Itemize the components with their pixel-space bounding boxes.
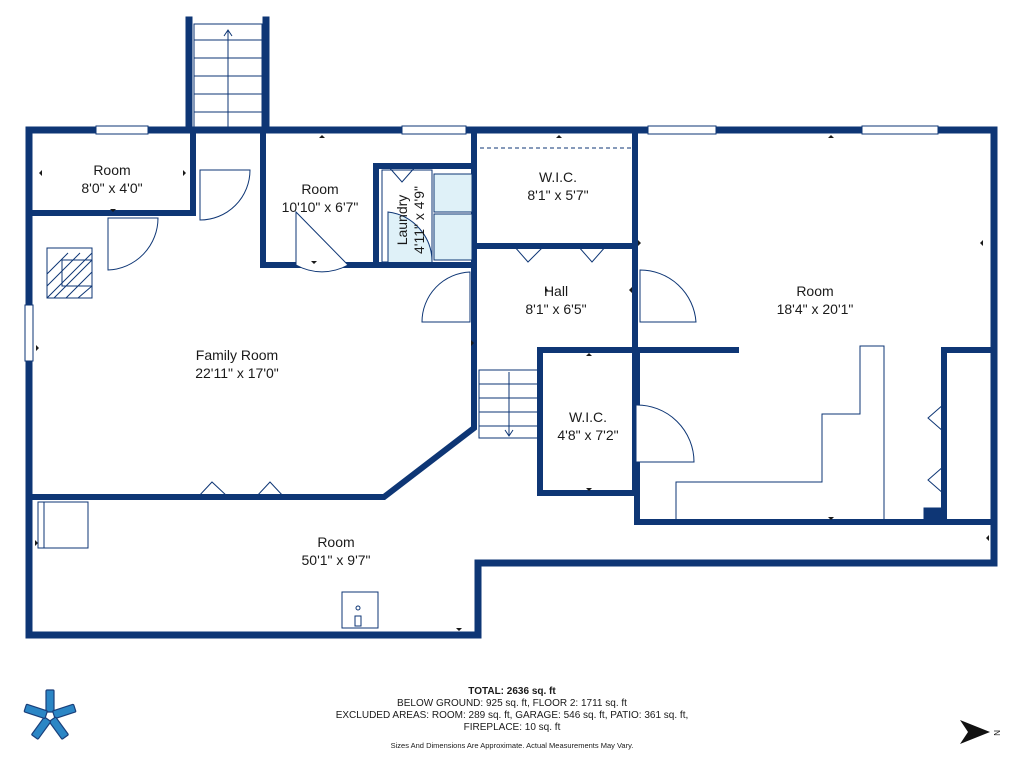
door-swing — [295, 210, 349, 273]
north-label: N — [992, 730, 1001, 736]
room-size: 10'10" x 6'7" — [281, 199, 359, 215]
room-size: 50'1" x 9'7" — [301, 552, 371, 568]
room-label-laundry: Laundry 4'11" x 4'9" — [394, 175, 430, 265]
room-size: 4'8" x 7'2" — [557, 427, 619, 443]
excluded-areas-cont: FIREPLACE: 10 sq. ft — [463, 722, 561, 733]
fireplace-icon — [46, 247, 93, 299]
room-size: 22'11" x 17'0" — [195, 365, 279, 381]
room-label-hall: Hall 8'1" x 6'5" — [525, 282, 586, 318]
wall-laundry — [373, 163, 477, 268]
room-label-wic-lower: W.I.C. 4'8" x 7'2" — [557, 408, 618, 444]
door-swing — [421, 271, 471, 323]
room-name: W.I.C. — [568, 409, 608, 425]
room-size: 8'1" x 5'7" — [527, 187, 589, 203]
room-label-10: Room 10'10" x 6'7" — [282, 180, 359, 216]
stair-tower-wall — [185, 16, 270, 134]
room-label-wic-top: W.I.C. 8'1" x 5'7" — [527, 168, 588, 204]
outer-wall — [25, 126, 998, 639]
room-name: Room — [93, 162, 131, 178]
brand-logo-icon — [23, 689, 77, 740]
window — [861, 125, 939, 135]
total-area: TOTAL: 2636 sq. ft — [468, 686, 556, 697]
door-swing — [199, 169, 251, 221]
wall-wic-top — [475, 131, 638, 355]
window — [24, 304, 34, 362]
excluded-areas: EXCLUDED AREAS: ROOM: 289 sq. ft, GARAGE… — [335, 710, 689, 721]
room-name: Room — [796, 283, 834, 299]
room-name: Room — [301, 181, 339, 197]
area-summary: TOTAL: 2636 sq. ft BELOW GROUND: 925 sq.… — [0, 686, 1024, 752]
disclaimer: Sizes And Dimensions Are Approximate. Ac… — [390, 741, 634, 750]
room-size: 4'11" x 4'9" — [411, 186, 427, 254]
room-name: Room — [317, 534, 355, 550]
stairs-lower — [478, 369, 540, 439]
room-label-small: Room 8'0" x 4'0" — [81, 161, 142, 197]
dryer — [433, 213, 473, 261]
wall-bigroom — [634, 347, 993, 525]
door-swing — [107, 217, 159, 271]
cabinet — [37, 501, 89, 549]
window — [95, 125, 149, 135]
room-name: Laundry — [394, 194, 410, 246]
window — [647, 125, 717, 135]
window — [401, 125, 467, 135]
sink-icon — [341, 591, 379, 629]
room-size: 8'0" x 4'0" — [81, 180, 143, 196]
room-label-bottom: Room 50'1" x 9'7" — [302, 533, 371, 569]
door-swing — [635, 404, 695, 463]
room-label-big: Room 18'4" x 20'1" — [777, 282, 854, 318]
room-size: 18'4" x 20'1" — [776, 301, 854, 317]
area-breakdown: BELOW GROUND: 925 sq. ft, FLOOR 2: 1711 … — [397, 698, 627, 709]
washer — [433, 173, 473, 213]
room-label-family: Family Room 22'11" x 17'0" — [195, 346, 279, 382]
room-name: W.I.C. — [538, 169, 578, 185]
wall-central — [30, 131, 477, 500]
room-name: Hall — [543, 283, 569, 299]
door-swing — [639, 269, 697, 323]
room-name: Family Room — [195, 347, 279, 363]
wall-room-small — [30, 131, 196, 216]
room-size: 8'1" x 6'5" — [525, 301, 587, 317]
north-arrow-icon: N — [960, 720, 1001, 744]
